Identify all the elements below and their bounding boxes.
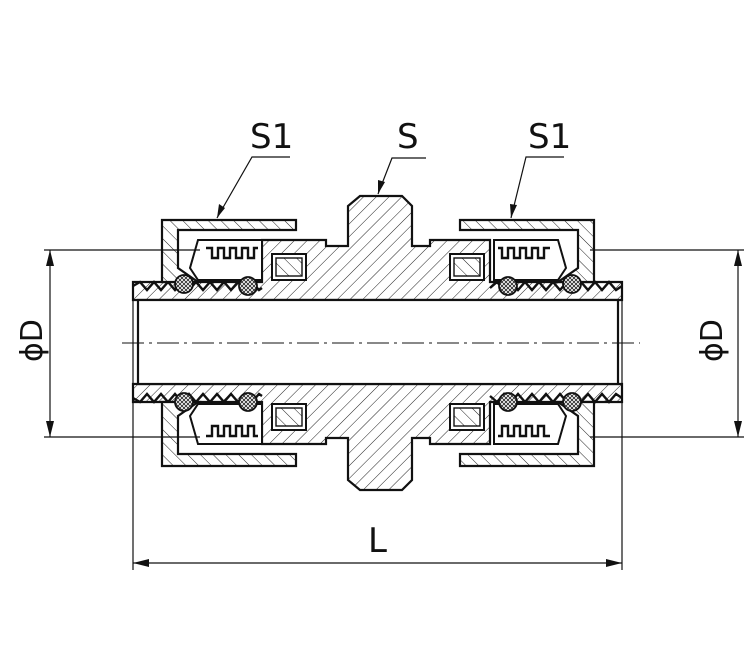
label-diameter-right: ϕD xyxy=(695,319,730,362)
oring-right-inner-bottom xyxy=(498,392,518,412)
oring-right-outer-bottom xyxy=(562,392,582,412)
inner-bore xyxy=(136,298,620,386)
leader-body-arrow xyxy=(378,180,385,194)
leader-nut-left-arrow xyxy=(217,204,225,218)
leader-body xyxy=(377,157,426,195)
oring-left-inner-bottom xyxy=(238,392,258,412)
left-sleeve-top-inner xyxy=(275,257,303,277)
label-nut-right: S1 xyxy=(528,117,571,157)
oring-right-inner-top xyxy=(498,276,518,296)
oring-right-outer-top xyxy=(562,274,582,294)
oring-left-outer-top xyxy=(174,274,194,294)
label-length: L xyxy=(368,521,387,561)
leader-nut-right xyxy=(510,156,564,219)
right-collet-top xyxy=(493,239,568,281)
left-collet-top xyxy=(188,239,263,281)
right-sleeve-bottom-inner xyxy=(453,407,481,427)
dim-right-arrow-bottom xyxy=(734,421,742,437)
body-section-top xyxy=(131,194,624,302)
oring-left-inner-top xyxy=(238,276,258,296)
leader-nut-left xyxy=(216,156,290,219)
dim-right-arrow-top xyxy=(734,250,742,266)
right-collet-bottom xyxy=(493,403,568,445)
leader-nut-right-arrow xyxy=(510,204,517,218)
left-collet-teeth-top xyxy=(206,246,258,260)
oring-left-outer-bottom xyxy=(174,392,194,412)
left-nut-top xyxy=(160,218,298,284)
label-body: S xyxy=(397,117,419,157)
left-collet-teeth-bottom xyxy=(206,424,258,438)
right-collet-teeth-top xyxy=(498,246,550,260)
right-nut-bottom xyxy=(458,400,596,468)
right-collet-teeth-bottom xyxy=(498,424,550,438)
label-nut-left: S1 xyxy=(250,117,293,157)
dim-left-arrow-bottom xyxy=(46,421,54,437)
dim-length-arrow-right xyxy=(606,559,622,567)
dim-left-arrow-top xyxy=(46,250,54,266)
label-diameter-left: ϕD xyxy=(15,319,50,362)
left-nut-bottom xyxy=(160,400,298,468)
left-sleeve-bottom-inner xyxy=(275,407,303,427)
right-sleeve-top-inner xyxy=(453,257,481,277)
dim-length-arrow-left xyxy=(133,559,149,567)
